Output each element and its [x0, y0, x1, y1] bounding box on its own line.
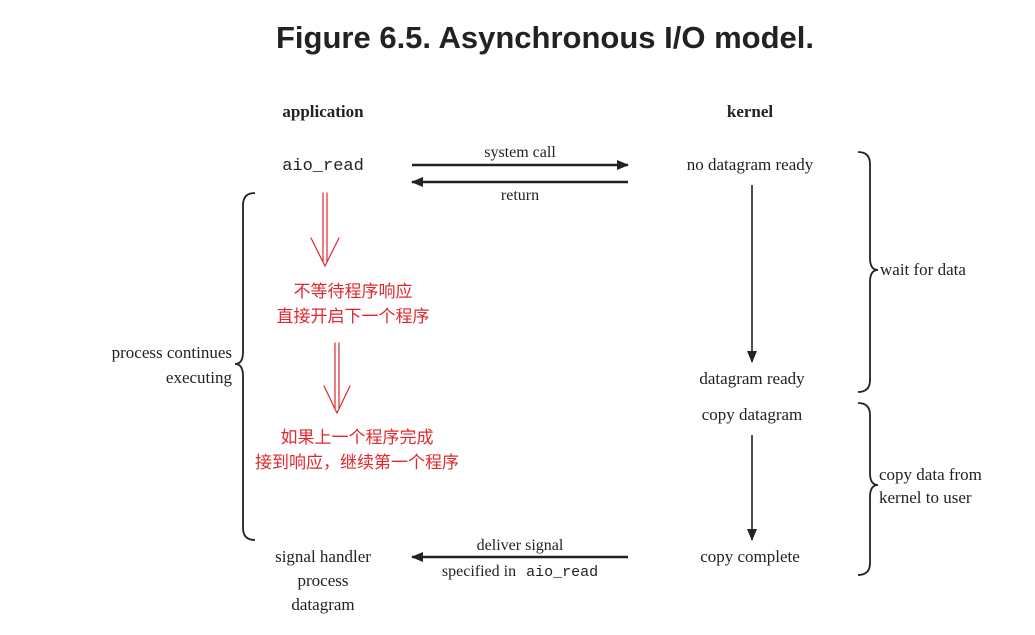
process-continues-label-line1: process continues: [112, 343, 232, 362]
copy-data-label-line1: copy data from: [879, 465, 982, 484]
specified-in-text: specified in: [442, 563, 516, 580]
copy-phase-brace: [857, 402, 879, 576]
annotation-note2-line1: 如果上一个程序完成: [281, 428, 434, 447]
signal-handler-label-line1: signal handler: [275, 547, 371, 566]
signal-handler-label-line3: datagram: [291, 595, 354, 614]
signal-handler-label-line2: process: [298, 571, 349, 590]
return-label: return: [501, 187, 539, 204]
kernel-column-heading: kernel: [727, 102, 774, 121]
datagram-ready-label: datagram ready: [699, 369, 805, 388]
copy-data-label-line2: kernel to user: [879, 488, 972, 507]
specified-in-label: specified in aio_read: [442, 563, 598, 581]
process-continues-label-line2: executing: [166, 368, 233, 387]
aio-read-call-label: aio_read: [282, 157, 364, 176]
deliver-signal-label: deliver signal: [477, 537, 564, 554]
annotation-note1-line2: 直接开启下一个程序: [277, 307, 430, 326]
specified-in-code: aio_read: [526, 564, 598, 581]
no-datagram-ready-label: no datagram ready: [687, 155, 814, 174]
annotation-arrow-1: [310, 192, 340, 268]
annotation-note2-line2: 接到响应，继续第一个程序: [255, 453, 459, 472]
copy-datagram-label: copy datagram: [702, 405, 803, 424]
figure-title: Figure 6.5. Asynchronous I/O model.: [276, 20, 814, 55]
wait-for-data-label: wait for data: [880, 260, 966, 279]
copy-complete-label: copy complete: [700, 547, 800, 566]
annotation-arrow-2: [323, 342, 351, 415]
system-call-label: system call: [484, 144, 556, 161]
process-continues-brace: [234, 192, 256, 541]
application-column-heading: application: [282, 102, 364, 121]
annotation-note1-line1: 不等待程序响应: [294, 282, 413, 301]
wait-phase-brace: [857, 151, 879, 393]
